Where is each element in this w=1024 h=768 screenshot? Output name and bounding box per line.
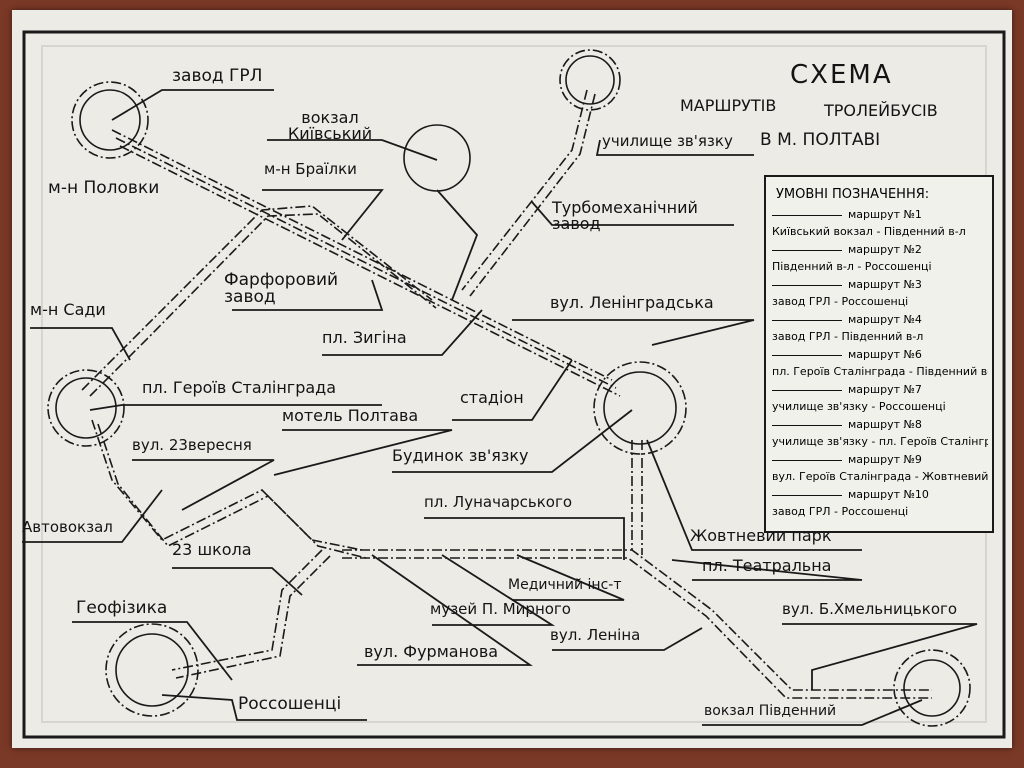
legend-line-sample (772, 319, 842, 321)
stop-vokzal-pivd: вокзал Південний (704, 703, 837, 719)
legend-line-sample (772, 354, 842, 356)
stop-turbomekh: Турбомеханічний завод (552, 198, 698, 233)
legend-line-sample (772, 214, 842, 216)
legend: УМОВНІ ПОЗНАЧЕННЯ: маршрут №1 Київський в… (764, 175, 994, 533)
legend-route-name: маршрут №6 (848, 348, 922, 361)
stop-pl-heroiv: пл. Героїв Сталінграда (142, 378, 337, 397)
legend-route-row: маршрут №10 (772, 488, 986, 501)
stop-avtovokzal: Автовокзал (22, 518, 113, 536)
schema-title: СХЕМА (790, 60, 893, 90)
legend-route-desc: вул. Героїв Сталінграда - Жовтневий парк (772, 470, 988, 483)
stop-stadion: стадіон (460, 388, 524, 407)
map-frame (22, 30, 1006, 739)
stop-budynok: Будинок зв'язку (392, 446, 529, 465)
stop-mn-sady: м-н Сади (30, 300, 106, 319)
stop-motel: мотель Полтава (282, 406, 419, 425)
stop-city: В М. ПОЛТАВІ (760, 130, 881, 150)
legend-route-row: маршрут №1 (772, 208, 986, 221)
map-plate: СХЕМА МАРШРУТІВ ТРОЛЕЙБУСІВ завод ГРЛ во… (12, 10, 1012, 748)
route-grl-stadion-2 (115, 137, 617, 389)
legend-route-desc: завод ГРЛ - Россошенці (772, 295, 909, 308)
stop-vul-lenina: вул. Леніна (550, 626, 641, 644)
stop-vul-furmanova: вул. Фурманова (364, 642, 499, 661)
route-uchylyshche-1 (461, 89, 588, 291)
stop-pl-lunach: пл. Луначарського (424, 493, 573, 511)
stop-uchylyshche: училище зв'язку (602, 132, 733, 150)
stop-pl-zyhina: пл. Зигіна (322, 328, 407, 347)
legend-route-name: маршрут №7 (848, 383, 922, 396)
legend-title: УМОВНІ ПОЗНАЧЕННЯ: (776, 187, 930, 202)
legend-route-row: маршрут №3 (772, 278, 986, 291)
stop-vul-bkh: вул. Б.Хмельницького (782, 600, 958, 618)
terminus-loops (47, 49, 971, 727)
legend-line-sample (772, 494, 842, 496)
stop-vul-23: вул. 23вересня (132, 436, 252, 454)
legend-route-desc: училище зв'язку - Россошенці (772, 400, 946, 413)
loop-stadion (603, 371, 677, 445)
route-center-2 (342, 557, 932, 699)
route-uchylyshche-2 (469, 93, 596, 297)
legend-route-desc: училище зв'язку - пл. Героїв Сталінграда (772, 435, 988, 448)
leader-lines (22, 89, 978, 726)
legend-route-desc: завод ГРЛ - Россошенці (772, 505, 909, 518)
stop-vokzal-kyivskyi: вокзал Київський (287, 108, 373, 143)
stop-farforovyi: Фарфоровий завод (224, 270, 339, 307)
legend-route-name: маршрут №2 (848, 243, 922, 256)
route-sady-brailky-1 (81, 205, 433, 391)
legend-route-row: маршрут №4 (772, 313, 986, 326)
route-center-1 (342, 549, 932, 691)
legend-route-name: маршрут №4 (848, 313, 922, 326)
legend-route-row: маршрут №9 (772, 453, 986, 466)
stop-heofizyka: Геофізика (76, 598, 168, 618)
stop-zavod-grl: завод ГРЛ (172, 66, 263, 86)
legend-route-name: маршрут №9 (848, 453, 922, 466)
route-map (22, 30, 1006, 739)
legend-route-row: маршрут №8 (772, 418, 986, 431)
stop-mn-brailky: м-н Браїлки (264, 160, 357, 178)
legend-line-sample (772, 249, 842, 251)
loop-uchylyshche (565, 55, 615, 105)
loop-kyivskyi (403, 124, 471, 192)
stop-vul-leningradska: вул. Ленінградська (550, 293, 714, 312)
loop-vokzal-pivd (903, 659, 961, 717)
route-rossoshentsi-2 (175, 555, 331, 679)
legend-route-desc: Південний в-л - Россошенці (772, 260, 932, 273)
legend-route-name: маршрут №10 (848, 488, 929, 501)
stop-medychnyi: Медичний інс-т (508, 577, 622, 593)
legend-line-sample (772, 459, 842, 461)
route-rossoshentsi-1 (171, 549, 323, 671)
legend-line-sample (772, 389, 842, 391)
schema-subtitle-right: ТРОЛЕЙБУСІВ (824, 101, 938, 120)
route-west-2 (97, 423, 367, 559)
stop-muzei: музей П. Мирного (430, 600, 571, 618)
route-sady-brailky-2 (89, 213, 437, 397)
legend-route-desc: пл. Героїв Сталінграда - Південний в-л (772, 365, 988, 378)
legend-route-name: маршрут №3 (848, 278, 922, 291)
stop-rossoshentsi: Россошенці (238, 694, 342, 714)
legend-route-row: маршрут №6 (772, 348, 986, 361)
legend-line-sample (772, 284, 842, 286)
loop-zavod-grl (79, 89, 141, 151)
loop-rossoshentsi (115, 633, 189, 707)
schema-subtitle-left: МАРШРУТІВ (680, 96, 777, 115)
stop-mn-polovky: м-н Половки (48, 178, 160, 198)
legend-line-sample (772, 424, 842, 426)
legend-route-desc: Київський вокзал - Південний в-л (772, 225, 966, 238)
legend-route-name: маршрут №1 (848, 208, 922, 221)
legend-route-row: маршрут №2 (772, 243, 986, 256)
route-west-1 (91, 419, 363, 551)
legend-route-desc: завод ГРЛ - Південний в-л (772, 330, 924, 343)
loop-heroiv (55, 377, 117, 439)
legend-route-name: маршрут №8 (848, 418, 922, 431)
route-lines (81, 89, 932, 699)
stop-pl-teatralna: пл. Театральна (702, 556, 832, 575)
legend-route-row: маршрут №7 (772, 383, 986, 396)
stop-shkola23: 23 школа (172, 540, 252, 559)
